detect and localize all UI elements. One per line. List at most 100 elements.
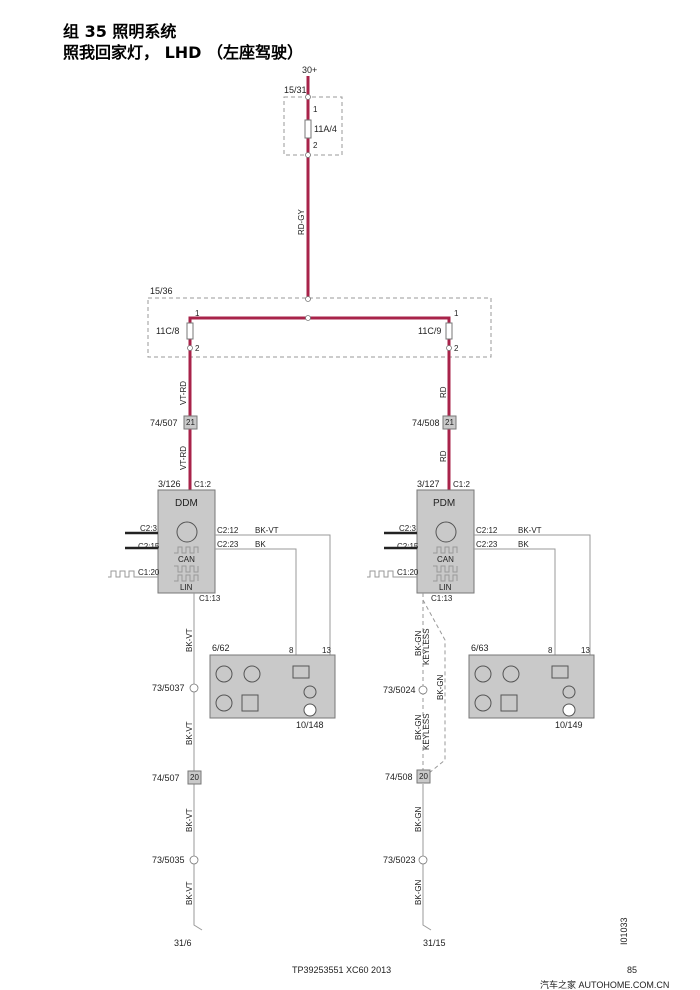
label: PDM — [433, 498, 455, 509]
label: 1 — [454, 309, 459, 318]
connector-74-507-upper — [183, 415, 198, 430]
label: BK-GN — [414, 630, 423, 656]
ddm-module: 3/126 C1:2 DDM CAN LIN C2:3 C2:15 C1:20 … — [108, 479, 239, 603]
label: 20 — [190, 773, 199, 782]
label: C1:2 — [194, 480, 211, 489]
label: C1:13 — [431, 594, 453, 603]
label: 73/5024 — [383, 685, 416, 695]
label: C2:23 — [217, 540, 239, 549]
pin-2: 2 — [313, 141, 318, 150]
label: 21 — [445, 418, 454, 427]
label: VT-RD — [179, 446, 188, 470]
splice-icon — [189, 683, 199, 693]
wire-bk-ddm — [215, 548, 297, 655]
diagram-title: 组 35 照明系统 — [63, 22, 177, 41]
label: VT-RD — [179, 381, 188, 405]
label: DDM — [175, 498, 198, 509]
ground-31-15: 31/15 — [423, 938, 446, 948]
splice-icon — [418, 855, 428, 865]
label: BK-GN — [436, 674, 445, 700]
label: C1:20 — [397, 568, 419, 577]
label: C2:12 — [217, 526, 239, 535]
figure-id: I01033 — [619, 917, 629, 945]
fuse-11c-8-label: 11C/8 — [156, 326, 179, 336]
label: C2:15 — [397, 542, 419, 551]
label: 2 — [454, 344, 459, 353]
label: 13 — [322, 646, 331, 655]
pin-1: 1 — [313, 105, 318, 114]
label: KEYLESS — [422, 629, 431, 665]
label: 2 — [195, 344, 200, 353]
label: C2:3 — [399, 524, 416, 533]
transistor-icon — [435, 521, 457, 543]
label: C2:3 — [140, 524, 157, 533]
label: C2:12 — [476, 526, 498, 535]
label: 74/508 — [385, 772, 413, 782]
label: 6/62 — [212, 643, 230, 653]
wire-bk-vt-ddm — [215, 534, 331, 655]
label: BK-GN — [414, 806, 423, 832]
fuse-11c-8 — [186, 322, 194, 340]
label: 10/148 — [296, 720, 324, 730]
label: BK-GN — [414, 879, 423, 905]
doc-code: TP39253551 XC60 2013 — [292, 965, 391, 975]
label: C1:13 — [199, 594, 221, 603]
fuse-box-15-36 — [147, 297, 492, 358]
label: LIN — [180, 583, 193, 592]
label: C2:23 — [476, 540, 498, 549]
fuse-box-15-31 — [283, 96, 343, 156]
fuse-box-15-36-label: 15/36 — [150, 286, 173, 296]
fuse-11c-9 — [445, 322, 453, 340]
label: KEYLESS — [422, 714, 431, 750]
label: 21 — [186, 418, 195, 427]
transistor-icon — [176, 521, 198, 543]
page-number: 85 — [627, 965, 637, 975]
label: C1:20 — [138, 568, 160, 577]
label: 73/5023 — [383, 855, 416, 865]
wire-ground-left — [193, 593, 203, 931]
label: BK-VT — [255, 526, 279, 535]
connector-74-508-upper — [442, 415, 457, 430]
label: 13 — [581, 646, 590, 655]
label: 8 — [289, 646, 294, 655]
fuse-11a-4-label: 11A/4 — [314, 124, 337, 134]
connector-74-507-lower — [187, 770, 202, 785]
label: CAN — [178, 555, 195, 564]
connector-74-508-lower — [416, 769, 431, 784]
fuse-11c-9-label: 11C/9 — [418, 326, 441, 336]
label: 6/63 — [471, 643, 489, 653]
label: BK-VT — [185, 721, 194, 745]
wire-bk-vt-pdm — [474, 534, 591, 655]
label: BK-VT — [518, 526, 542, 535]
label: 73/5035 — [152, 855, 185, 865]
label: BK — [255, 540, 266, 549]
mirror-6-63: 6/63 8 13 10/149 — [468, 643, 595, 730]
label: 20 — [419, 772, 428, 781]
wire-rd-gy-label: RD-GY — [297, 209, 306, 235]
label: BK-VT — [185, 881, 194, 905]
diagram-subtitle: 照我回家灯， LHD （左座驾驶） — [63, 43, 304, 62]
mirror-6-62: 6/62 8 13 10/148 — [209, 643, 336, 730]
label: RD — [439, 450, 448, 462]
label: LIN — [439, 583, 452, 592]
ground-31-6: 31/6 — [174, 938, 192, 948]
pdm-module: 3/127 C1:2 PDM CAN LIN C2:3 C2:15 C1:20 … — [367, 479, 498, 603]
label: 74/507 — [152, 773, 180, 783]
label: 10/149 — [555, 720, 583, 730]
fuse-11a-4 — [304, 119, 312, 139]
label: 8 — [548, 646, 553, 655]
wire-ground-right — [422, 784, 432, 931]
label: C1:2 — [453, 480, 470, 489]
label: C2:15 — [138, 542, 160, 551]
label: CAN — [437, 555, 454, 564]
wire-bk-pdm — [474, 548, 556, 655]
label: 74/507 — [150, 418, 178, 428]
label: BK-GN — [414, 714, 423, 740]
label: RD — [439, 386, 448, 398]
splice-icon — [418, 685, 428, 695]
label: BK — [518, 540, 529, 549]
label: 73/5037 — [152, 683, 185, 693]
label: 3/127 — [417, 479, 440, 489]
label: 1 — [195, 309, 200, 318]
